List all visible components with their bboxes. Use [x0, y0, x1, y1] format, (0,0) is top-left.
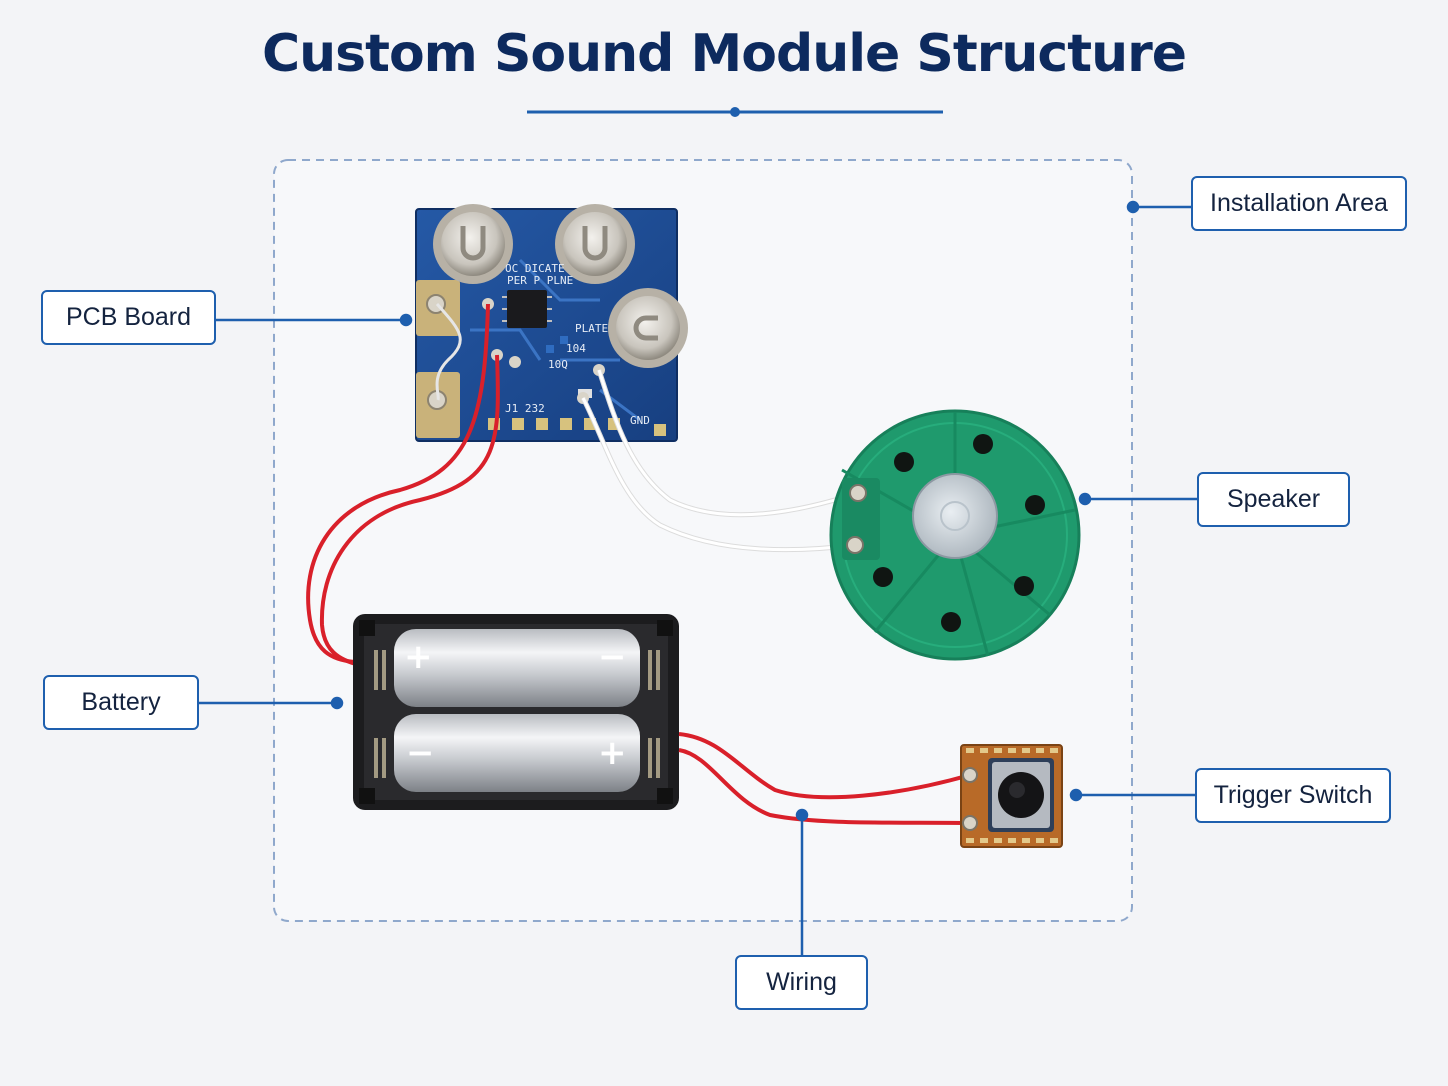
coin-cell-holder [555, 204, 635, 284]
battery-plus-mark: + [598, 733, 627, 773]
coin-cell-holder [433, 204, 513, 284]
pcb-jumper-wire [435, 303, 462, 401]
speaker-label: Speaker [1197, 472, 1350, 527]
battery-holder: + − − + [353, 614, 679, 810]
title-underline [527, 107, 943, 117]
battery-plus-mark: + [404, 637, 433, 677]
pcb-board-label: PCB Board [41, 290, 216, 345]
battery-minus-mark: − [406, 733, 435, 773]
battery-minus-mark: − [598, 637, 627, 677]
page-title: Custom Sound Module Structure [261, 24, 1187, 84]
battery-label: Battery [43, 675, 199, 730]
pcb-silkscreen-text: PER P PLNE [507, 274, 573, 287]
wiring-label: Wiring [735, 955, 868, 1010]
battery-cell [394, 714, 640, 792]
pcb-silkscreen-text: J1 232 [505, 402, 545, 415]
pcb-board: OC DICATE PER P PLNE PLATE 104 10Q J1 23… [415, 204, 688, 442]
trigger-switch-label: Trigger Switch [1195, 768, 1391, 823]
battery-switch-wires [678, 732, 971, 825]
pcb-speaker-wires [580, 369, 859, 553]
speaker [829, 409, 1081, 661]
trigger-switch [960, 744, 1063, 848]
pcb-silkscreen-text: 10Q [548, 358, 568, 371]
installation-area-label: Installation Area [1191, 176, 1407, 231]
ic-chip [502, 290, 552, 328]
pcb-silkscreen-text: PLATE [575, 322, 608, 335]
pcb-silkscreen-text: GND [630, 414, 650, 427]
coin-cell-holder [608, 288, 688, 368]
pcb-battery-wires [306, 303, 500, 667]
leader-lines [199, 200, 1197, 955]
pcb-silkscreen-text: 104 [566, 342, 586, 355]
battery-cell [394, 629, 640, 707]
pcb-silkscreen-text: OC DICATE [505, 262, 565, 275]
